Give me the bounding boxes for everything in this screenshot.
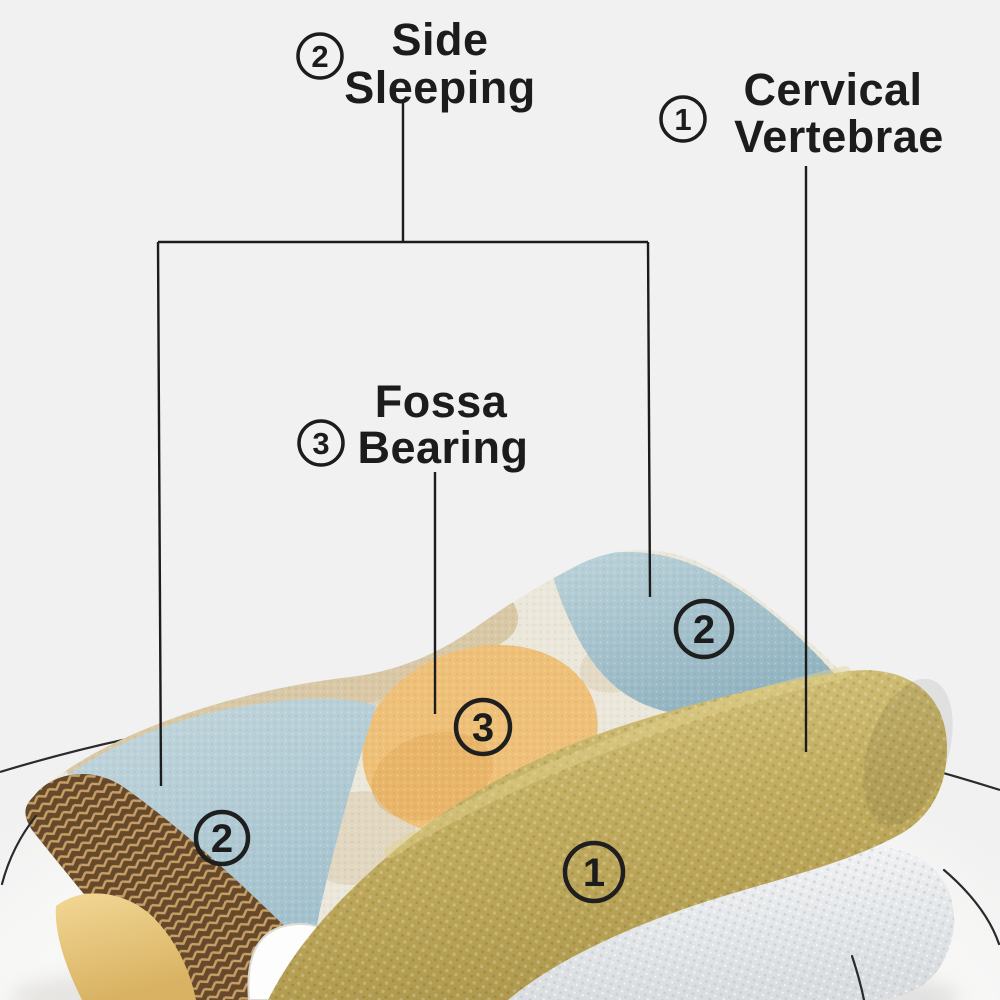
side-sleeping-left-drop — [156, 241, 163, 787]
badge-left-side-panel: 2 — [193, 809, 251, 867]
badge-fossa-center: 3 — [453, 697, 513, 757]
neck-bolster — [268, 666, 953, 1000]
label-text-line1: Fossa — [375, 376, 508, 427]
label-number-circle — [297, 419, 345, 467]
label-text-line2: Bearing — [357, 422, 528, 473]
badge-number: 2 — [693, 608, 715, 652]
label-text-line2: Vertebrae — [734, 111, 944, 162]
label-text-line1: Side — [391, 14, 488, 65]
pillow-badges: 2 3 2 1 — [193, 598, 735, 904]
label-number: 2 — [311, 39, 328, 74]
label-number-circle — [296, 32, 344, 80]
bolster-cap-shade — [863, 678, 953, 826]
bolster-highlight — [384, 666, 851, 858]
label-number: 3 — [312, 426, 329, 461]
label-cervical-vertebrae: 1 Cervical Vertebrae — [659, 64, 944, 162]
callout-lines — [156, 102, 808, 787]
badge-number: 2 — [211, 817, 233, 861]
label-text-line1: Cervical — [743, 64, 922, 115]
badge-right-side-panel: 2 — [673, 598, 735, 660]
ground-ring-front-arcs — [0, 814, 1000, 1000]
badge-number: 1 — [583, 851, 605, 895]
label-fossa-bearing: 3 Fossa Bearing — [297, 376, 528, 473]
badge-neck-bolster: 1 — [562, 840, 626, 904]
label-number: 1 — [674, 102, 691, 137]
side-sleeping-right-drop — [646, 241, 652, 598]
pale-yellow-pillow-end — [55, 893, 196, 1000]
label-number-circle — [659, 95, 707, 143]
badge-number: 3 — [472, 706, 494, 750]
label-text-line2: Sleeping — [344, 62, 536, 113]
label-side-sleeping: 2 Side Sleeping — [296, 14, 536, 113]
